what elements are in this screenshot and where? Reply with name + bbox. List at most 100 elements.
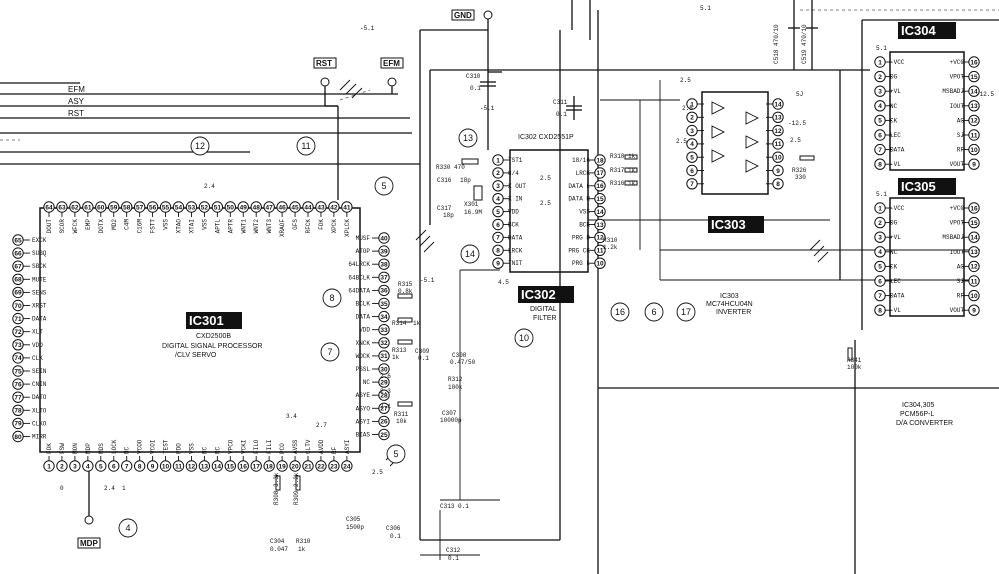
pin-marker: [250, 201, 262, 213]
pin-number: 2: [878, 74, 882, 81]
pin-x-in: 4: [492, 193, 504, 205]
pin-number: 3: [878, 89, 882, 96]
pin-name: FILI: [266, 440, 273, 454]
pin-xlt: 72: [12, 326, 24, 338]
pin-name: VDD: [359, 327, 370, 334]
pin-number: 4: [878, 103, 882, 110]
pin-marker: [874, 231, 886, 243]
c308-label: C308: [452, 352, 467, 359]
pin-number: 28: [380, 393, 388, 400]
ic302-desc: DIGITAL: [530, 306, 557, 313]
pin-pdo: 11: [172, 460, 185, 472]
pin-number: 43: [317, 204, 325, 211]
pin-name: XRST: [32, 303, 47, 310]
voltage-label: -5.1: [360, 25, 375, 32]
pin-number: 11: [597, 248, 604, 255]
ic303-body: [701, 91, 769, 195]
pin-6: 6: [686, 164, 698, 177]
terminal-mdp: MDP: [77, 470, 101, 549]
pin-name: PRG D: [572, 234, 590, 241]
ic305-body: [889, 197, 965, 317]
pin-vdd: 73: [12, 339, 24, 351]
pin-marker: [772, 98, 784, 110]
pin-number: 44: [304, 204, 312, 211]
r311-value: 10k: [396, 418, 407, 425]
pin-name: 64LRCK: [348, 261, 370, 268]
pin-number: 76: [14, 381, 22, 388]
ic305-label: IC305: [901, 179, 936, 194]
pin-number: 2: [878, 220, 882, 227]
pin-name: DATA: [890, 293, 905, 300]
pin-marker: [772, 178, 784, 190]
pin-xtai: 53: [185, 201, 198, 213]
ground-symbols: [339, 79, 829, 467]
voltage-label: -12.5: [976, 91, 994, 98]
pin-number: 15: [970, 74, 978, 81]
pin-number: 14: [970, 235, 978, 242]
pin-number: 5: [878, 264, 882, 271]
pin-number: 11: [971, 278, 978, 285]
pin--vcc: 1: [874, 202, 886, 214]
callout-number: 4: [125, 523, 130, 533]
pin-clk: 74: [12, 352, 24, 364]
pin-number: 9: [972, 162, 976, 169]
pin-5: 5: [686, 151, 698, 163]
pin-marker: [69, 201, 81, 213]
pin-number: 10: [970, 293, 978, 300]
pin-marker: [159, 201, 172, 213]
c313-label: C313 0.1: [440, 503, 469, 510]
pin-number: 65: [14, 237, 22, 244]
pin-marker: [874, 275, 886, 287]
pin-number: 68: [14, 277, 22, 284]
pin-number: 12: [774, 128, 782, 135]
ic302-body: [509, 149, 589, 273]
pin-name: EXCK: [32, 237, 47, 244]
pin-marker: [378, 258, 390, 270]
callout-marker: 7: [320, 342, 340, 362]
pin-prg-d: 12: [594, 231, 606, 244]
pin-name: 64DATA: [348, 287, 370, 294]
pin-name: VCKI: [240, 440, 247, 454]
pin-number: 37: [380, 275, 388, 282]
pin-number: 30: [380, 366, 388, 373]
pin-name: MD2: [111, 219, 118, 230]
r318-label: R318 1k: [610, 153, 636, 160]
pin-marker: [12, 339, 24, 351]
pin-name: NC: [890, 103, 898, 110]
pin-marker: [12, 391, 24, 403]
pin-dg: 2: [874, 70, 886, 83]
pin-number: 3: [73, 463, 77, 470]
pin-xraof: 46: [276, 201, 288, 213]
pin-number: 12: [188, 463, 196, 470]
voltage-label: 2.3: [380, 388, 391, 395]
pin-number: 48: [253, 204, 261, 211]
r316-label: R316 1k: [610, 180, 636, 187]
pin-marker: [492, 231, 504, 244]
pin-musf: 40: [378, 232, 390, 244]
r326-label: R326: [792, 167, 807, 174]
pin-number: 40: [380, 235, 388, 242]
pin-filo: 17: [250, 460, 262, 472]
pin-name: EMP: [85, 219, 92, 230]
pin-asyo: 27: [378, 402, 390, 414]
pin-number: 7: [125, 463, 129, 470]
pin-number: 7: [690, 181, 694, 188]
terminal-mdp-label: MDP: [80, 539, 98, 548]
pin-vss: 55: [159, 201, 172, 213]
pin-name: RF: [331, 446, 338, 454]
callout-number: 12: [195, 141, 205, 151]
pin-9: 9: [772, 164, 784, 177]
pin-vpot: 15: [968, 70, 980, 83]
pin-marker: [874, 216, 886, 229]
pin-marker: [686, 178, 698, 190]
pin-marker: [378, 284, 390, 297]
pin-8-4: 2: [492, 167, 504, 179]
pin-number: 3: [496, 183, 500, 190]
pin-18-16: 18: [594, 154, 606, 166]
pin-number: 18: [596, 157, 604, 164]
pin-marker: [378, 324, 390, 336]
voltage-label: 0: [60, 485, 64, 492]
ic303-desc2: INVERTER: [716, 309, 751, 316]
